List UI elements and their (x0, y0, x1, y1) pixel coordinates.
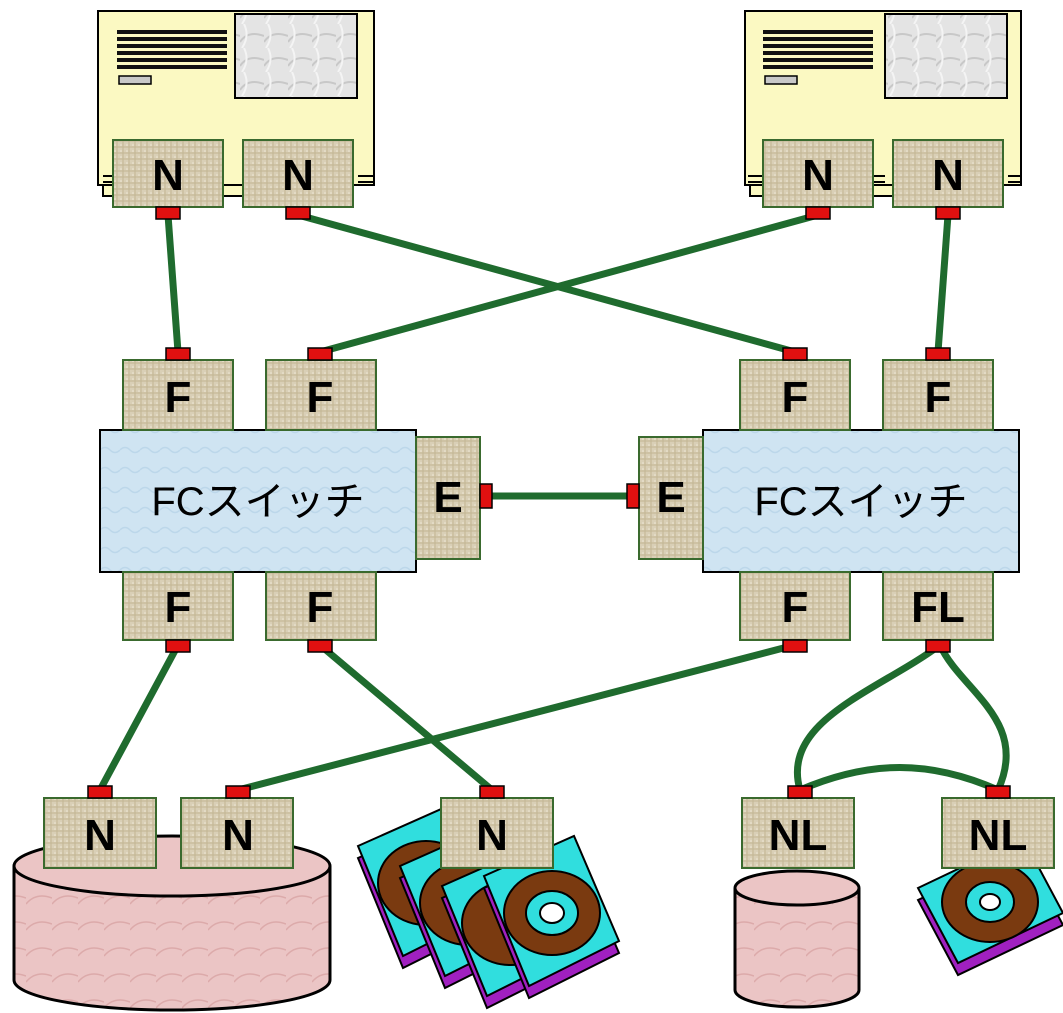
link-sw1botb-disks1 (316, 641, 496, 794)
port-label: F (782, 583, 809, 632)
port-sw1-top-b: F (265, 347, 377, 431)
link-srv1a-sw1topa (164, 211, 182, 356)
port-srv1-a: N (112, 139, 224, 220)
port-disks1: N (440, 785, 554, 869)
storage-array-small (733, 869, 861, 1009)
port-srv2-a: N (762, 139, 874, 220)
port-label: N (802, 151, 834, 200)
port-srv2-b: N (892, 139, 1004, 220)
port-sw1-e: E (415, 436, 493, 560)
port-label: F (782, 373, 809, 422)
port-label: NL (769, 811, 828, 860)
link-srv2a-sw1topb (316, 211, 822, 356)
single-disk (916, 836, 1063, 977)
port-label: N (476, 811, 508, 860)
switch-label: FCスイッチ (151, 480, 364, 524)
port-label: E (656, 473, 685, 522)
port-label: F (165, 583, 192, 632)
port-label: E (433, 473, 462, 522)
port-label: N (932, 151, 964, 200)
port-label: N (282, 151, 314, 200)
port-sw2-bot-a: F (739, 571, 851, 653)
port-sw2-e: E (626, 436, 704, 560)
link-srv1b-sw2topa (294, 211, 799, 356)
port-srv1-b: N (242, 139, 354, 220)
port-sw1-bot-b: F (265, 571, 377, 653)
hard-disk-icon (482, 834, 621, 1000)
port-sw2-top-b: F (882, 347, 994, 431)
port-label: N (152, 151, 184, 200)
port-label: N (84, 811, 116, 860)
port-label: F (307, 373, 334, 422)
port-stor1-a: N (43, 785, 157, 869)
port-stor2: NL (741, 785, 855, 869)
port-sw1-top-a: F (122, 347, 234, 431)
port-label: F (307, 583, 334, 632)
links (96, 211, 1010, 795)
port-sw1-bot-a: F (122, 571, 234, 653)
link-srv2b-sw2topb (934, 211, 952, 356)
storage-cylinder-icon (733, 869, 861, 1009)
switch-label: FCスイッチ (754, 480, 967, 524)
link-fl-loop (794, 641, 1010, 795)
port-label: F (925, 373, 952, 422)
port-sw2-top-a: F (739, 347, 851, 431)
port-label: FL (911, 583, 965, 632)
link-sw1bota-stor1a (96, 641, 182, 794)
hard-disk-icon (916, 836, 1063, 977)
port-sw2-bot-b: FL (882, 571, 994, 653)
port-disk2: NL (941, 785, 1055, 869)
port-stor1-b: N (180, 785, 294, 869)
disk-array (356, 804, 621, 1010)
fc-switch-2: FCスイッチ (702, 429, 1020, 573)
port-label: N (222, 811, 254, 860)
fc-switch-1: FCスイッチ (99, 429, 417, 573)
link-sw2bota-stor1b (234, 641, 799, 794)
port-label: NL (969, 811, 1028, 860)
port-label: F (165, 373, 192, 422)
